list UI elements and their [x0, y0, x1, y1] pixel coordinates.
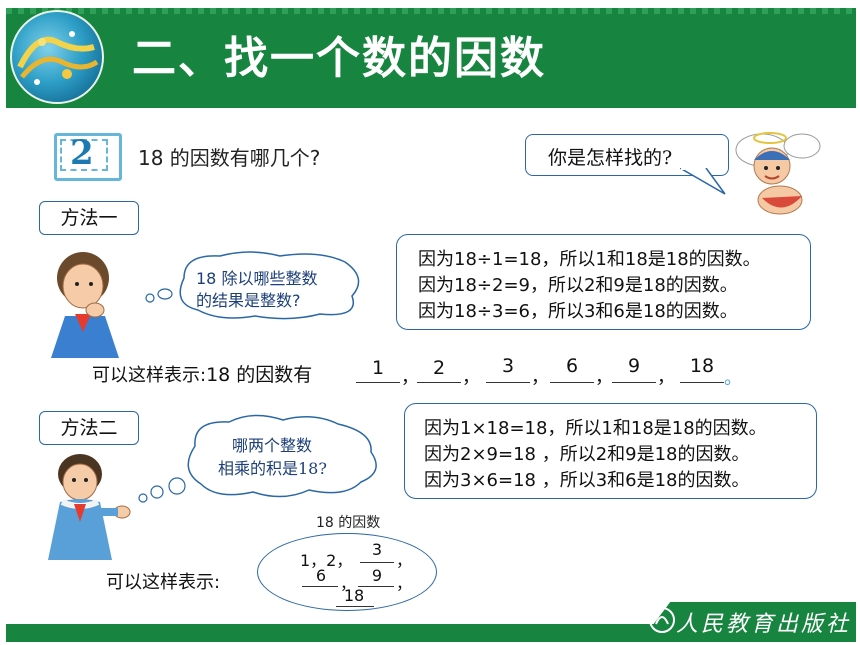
factor-set-given: 1，2， — [300, 551, 353, 570]
comma: ， — [595, 367, 613, 388]
method1-thought-line1: 18 除以哪些整数 — [196, 269, 318, 288]
method1-repr-label: 可以这样表示:18 的因数有 — [92, 360, 312, 387]
publisher-name: 人民教育出版社 — [676, 612, 852, 637]
method2-line2: 因为2×9=18 ，所以2和9是18的因数。 — [424, 444, 750, 465]
method1-label: 方法一 — [39, 201, 139, 235]
method1-repr-label-text: 可以这样表示: — [92, 365, 207, 386]
method1-thought-cloud — [145, 251, 360, 320]
method2-thought-line1: 哪两个整数 — [232, 436, 313, 455]
method2-line1: 因为1×18=18，所以1和18是18的因数。 — [424, 418, 767, 439]
speech-bubble-tail — [680, 168, 726, 195]
angel-character-icon — [735, 132, 821, 215]
comma: ， — [340, 574, 357, 593]
factor-set-answer-18: 18 — [343, 586, 365, 605]
method2-repr-label: 可以这样表示: — [106, 572, 221, 593]
comma: ， — [462, 367, 480, 388]
method1-blank-1 — [356, 381, 400, 383]
method1-answer-3: 3 — [501, 355, 515, 377]
method1-blank-5 — [612, 381, 656, 383]
method1-answer-2: 2 — [432, 357, 446, 379]
problem-question: 18 的因数有哪几个? — [138, 146, 321, 170]
method2-thought-line2: 相乘的积是18? — [218, 459, 327, 478]
method1-repr-prefix: 18 的因数有 — [206, 364, 313, 386]
method1-answer-1: 1 — [371, 357, 385, 379]
comma: ， — [657, 367, 675, 388]
method1-line2: 因为18÷2=9，所以2和9是18的因数。 — [418, 275, 738, 296]
method2-explanation-box — [404, 403, 817, 499]
method1-line1: 因为18÷1=18，所以1和18是18的因数。 — [418, 249, 761, 270]
comma: ， — [396, 574, 413, 593]
method2-line3: 因为3×6=18 ，所以3和6是18的因数。 — [424, 470, 750, 491]
method1-answer-5: 9 — [627, 355, 641, 377]
method2-thought-cloud — [138, 414, 377, 503]
problem-number-inner-box — [60, 139, 108, 171]
method1-answer-6: 18 — [689, 355, 715, 377]
logo-emblem-icon — [10, 10, 104, 104]
method1-thought-line2: 的结果是整数? — [196, 291, 301, 310]
factor-set-answer-9: 9 — [371, 566, 383, 585]
comma: ， — [396, 551, 413, 570]
factor-set-answer-3: 3 — [371, 540, 383, 559]
factor-set-ellipse — [257, 533, 437, 611]
method1-end-mark: 。 — [724, 368, 742, 389]
method2-label: 方法二 — [39, 411, 139, 445]
method1-blank-2 — [417, 381, 461, 383]
method1-blank-4 — [550, 381, 594, 383]
problem-number: 2 — [70, 133, 94, 173]
page-title: 二、找一个数的因数 — [132, 33, 546, 84]
factor-set-blank-2 — [302, 585, 338, 587]
comma: ， — [401, 367, 419, 388]
girl-counting-icon — [48, 454, 131, 560]
factor-set-answer-6: 6 — [315, 566, 327, 585]
factor-set-blank-4 — [336, 605, 374, 607]
boy-thinking-icon — [51, 252, 119, 358]
speech-bubble-text: 你是怎样找的? — [548, 147, 673, 169]
method1-line3: 因为18÷3=6，所以3和6是18的因数。 — [418, 301, 738, 322]
method1-answer-4: 6 — [565, 355, 579, 377]
method1-blank-3 — [486, 381, 530, 383]
problem-number-box — [54, 133, 122, 181]
footer-brand-band — [640, 602, 856, 642]
header-stripe — [6, 8, 856, 14]
method1-blank-6 — [680, 381, 724, 383]
method1-explanation-box — [396, 234, 811, 330]
factor-set-blank-3 — [358, 585, 394, 587]
factor-set-blank-1 — [360, 561, 394, 563]
publisher-logo-icon — [649, 607, 675, 633]
comma: ， — [531, 367, 549, 388]
factor-set-title: 18 的因数 — [316, 515, 381, 531]
